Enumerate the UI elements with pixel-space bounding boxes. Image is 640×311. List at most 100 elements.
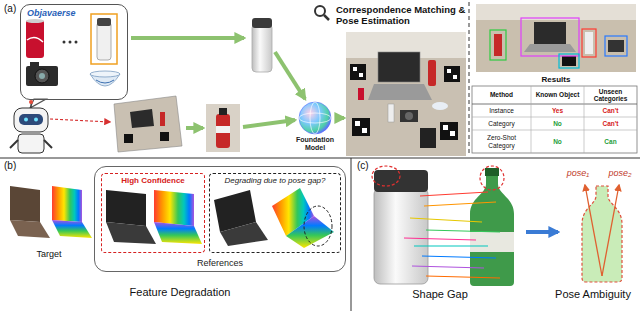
scene-photo <box>388 104 394 122</box>
results-photo <box>585 32 593 54</box>
foundation-model: Foundation Model <box>292 100 338 152</box>
scene-photo <box>346 32 466 156</box>
speech-bubble: Objavaerse <box>20 4 128 100</box>
thermos-object <box>372 166 400 186</box>
thermos-object <box>374 170 428 192</box>
view-arrow <box>50 119 110 122</box>
robot <box>19 114 43 125</box>
results-table <box>472 104 637 105</box>
scene-photo <box>359 73 363 77</box>
robot <box>14 108 48 132</box>
camera-icon <box>26 66 58 86</box>
sphere-icon <box>295 100 335 136</box>
panel-letter: (a) <box>2 3 26 15</box>
pose-label: pose₂ <box>604 168 636 178</box>
thermos-image <box>252 18 272 72</box>
ambiguous-shape <box>582 186 622 282</box>
results-table <box>531 86 532 153</box>
target-laptop <box>10 220 50 238</box>
correspondence-line <box>412 266 484 268</box>
transition-arrow <box>526 230 558 234</box>
cola-can <box>26 19 44 58</box>
scene-photo <box>362 128 367 133</box>
magnifier-icon <box>315 6 325 16</box>
thermos-icon <box>97 18 111 26</box>
correspondence-line <box>410 218 482 222</box>
results-table <box>472 86 637 153</box>
thermos-icon <box>91 14 117 64</box>
magnifier-icon <box>324 15 329 20</box>
reference-laptop <box>106 222 156 244</box>
scene-photo <box>352 118 370 136</box>
reference-laptop <box>106 190 146 226</box>
reference-group: ReferencesHigh ConfidenceDegrading due t… <box>94 166 346 272</box>
reference-laptop <box>154 190 194 226</box>
scene-photo <box>443 125 448 130</box>
results-table <box>584 86 585 153</box>
target-laptop <box>52 186 82 222</box>
bottle-image <box>216 114 230 148</box>
table-cell: Category <box>472 120 531 127</box>
ellipsis-dots <box>63 41 66 44</box>
thermos-icon <box>97 22 111 60</box>
target-laptop <box>52 220 92 238</box>
correspondence-line <box>422 256 496 258</box>
bowl-icon <box>96 80 114 83</box>
reference-laptop <box>286 216 334 248</box>
view-arrow <box>50 119 110 122</box>
scene-photo <box>432 102 448 110</box>
bottle-image <box>219 108 227 115</box>
tilted-scene <box>130 109 154 128</box>
results-photo <box>521 18 579 56</box>
reference-laptop <box>304 206 332 246</box>
sphere-icon <box>299 102 331 134</box>
ambiguous-shape <box>602 185 619 276</box>
bowl-icon <box>90 71 120 77</box>
scene-photo <box>350 64 366 80</box>
ambiguous-shape <box>585 185 602 276</box>
results-photo <box>494 34 502 56</box>
flow-arrow <box>131 36 244 40</box>
correspondence-line <box>414 246 488 247</box>
scene-photo <box>428 60 436 86</box>
table-cell: Instance <box>472 107 531 114</box>
thermos-icon <box>91 14 117 64</box>
cola-can <box>26 19 44 23</box>
correspondence-line <box>424 202 496 206</box>
correspondence-line <box>426 230 500 232</box>
magnifier-icon <box>315 6 329 20</box>
scene-photo <box>447 69 451 73</box>
bubble-tail <box>30 99 46 108</box>
panel-divider <box>469 2 470 156</box>
results-photo <box>534 22 566 44</box>
ellipsis-dots <box>63 41 78 44</box>
correspondence-line <box>404 192 500 278</box>
table-cell: Can't <box>584 107 637 114</box>
reference-laptop <box>154 222 202 244</box>
correspondence-line <box>404 238 476 240</box>
scene-photo <box>378 52 420 82</box>
camera-icon <box>26 62 58 86</box>
results-photo <box>490 30 506 60</box>
scene-photo <box>353 67 357 71</box>
bottle-object <box>480 166 504 190</box>
flow-arrow <box>275 52 305 99</box>
ellipsis-dots <box>69 41 72 44</box>
results-photo <box>559 54 579 68</box>
panel-divider <box>351 158 352 311</box>
target-laptop <box>10 186 92 238</box>
results-heading: Results <box>476 75 636 84</box>
pose-label: pose₁ <box>562 168 594 178</box>
scene-photo <box>405 112 413 120</box>
flow-arrow <box>335 116 344 120</box>
panel-caption: Pose Ambiguity <box>548 288 638 301</box>
robot <box>24 118 28 122</box>
table-cell: Zero-Shot Category <box>472 134 531 149</box>
results-photo <box>608 40 624 52</box>
table-cell: Can <box>584 138 637 145</box>
bowl-icon <box>90 71 120 86</box>
correspondence-line <box>420 192 488 196</box>
table-header: Method <box>472 91 531 98</box>
target-laptop <box>10 186 40 222</box>
